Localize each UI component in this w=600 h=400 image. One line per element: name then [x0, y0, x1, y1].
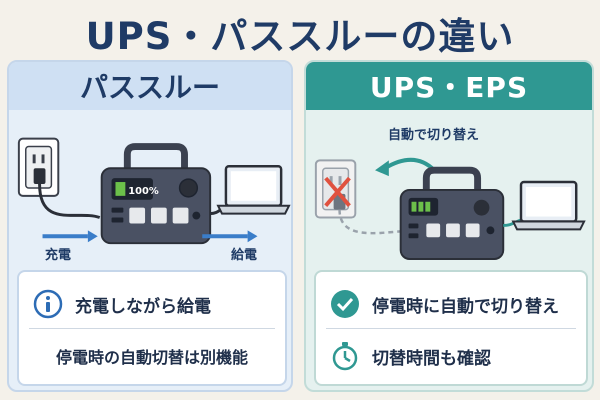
- stopwatch-icon: [332, 342, 358, 371]
- info-row-1: 充電しながら給電: [19, 282, 285, 326]
- info-text-1: 充電しながら給電: [75, 296, 211, 317]
- ups-panel: UPS・EPS: [304, 60, 594, 392]
- info-text-2: 切替時間も確認: [372, 348, 491, 369]
- power-station-icon: [399, 166, 505, 260]
- passthrough-panel: パススルー 100%: [7, 60, 293, 392]
- check-icon: [331, 290, 359, 318]
- battery-percent: 100%: [128, 186, 159, 197]
- cross-icon: [324, 176, 351, 207]
- power-station-icon: 100%: [100, 143, 212, 245]
- info-row-2: 切替時間も確認: [316, 334, 586, 378]
- info-row-2: 停電時の自動切替は別機能: [19, 334, 285, 378]
- info-row-1: 停電時に自動で切り替え: [316, 282, 586, 326]
- info-icon: [33, 289, 63, 319]
- passthrough-illustration: 100%: [17, 137, 291, 245]
- curved-arrow-icon: [383, 157, 436, 172]
- flow-label-charge: 充電: [45, 248, 72, 263]
- flow-label-supply: 給電: [231, 248, 258, 263]
- laptop-icon: [216, 165, 291, 215]
- ups-info-box: 停電時に自動で切り替え 切替時間も確認: [314, 270, 588, 386]
- laptop-icon: [511, 180, 586, 231]
- passthrough-header: パススルー: [9, 62, 291, 110]
- auto-switch-label: 自動で切り替え: [388, 128, 480, 143]
- plug-icon: [33, 168, 46, 185]
- ups-header: UPS・EPS: [306, 62, 592, 110]
- info-divider: [29, 328, 275, 329]
- info-text-1: 停電時に自動で切り替え: [372, 296, 559, 317]
- passthrough-info-box: 充電しながら給電 停電時の自動切替は別機能: [17, 270, 287, 386]
- page-title: UPS・パススルーの違い: [85, 15, 515, 58]
- info-divider: [326, 328, 576, 329]
- ups-illustration: [314, 157, 586, 260]
- info-text-2: 停電時の自動切替は別機能: [55, 348, 248, 367]
